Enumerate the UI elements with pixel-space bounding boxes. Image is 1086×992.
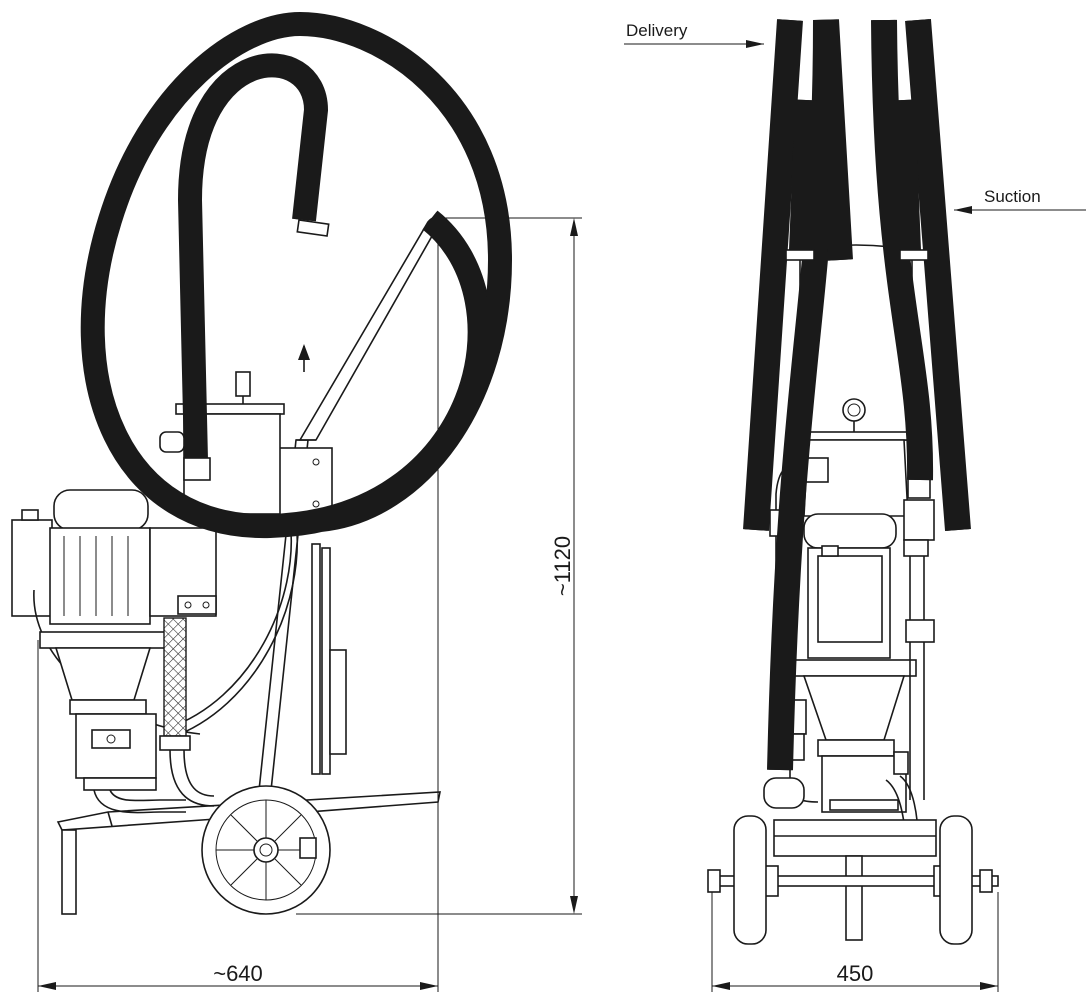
suction-callout: Suction: [954, 187, 1086, 214]
height-dimension-label: ~1120: [550, 536, 575, 596]
side-short-hose: [159, 617, 215, 807]
side-width-dimension-label: ~640: [213, 961, 263, 986]
side-pipes: [167, 519, 347, 775]
front-view: 450 Delivery Suction: [624, 18, 1086, 992]
side-motor: [11, 489, 217, 735]
flow-arrow: [298, 344, 310, 372]
delivery-label: Delivery: [626, 21, 688, 40]
delivery-callout: Delivery: [624, 21, 764, 48]
front-wheel-left: [733, 815, 767, 945]
side-hose-coil: [80, 11, 513, 539]
front-hoses: [743, 18, 971, 771]
front-width-dimension: 450: [711, 892, 999, 992]
front-pipes: [763, 457, 935, 841]
suction-label: Suction: [984, 187, 1041, 206]
side-wheel: [201, 785, 331, 915]
side-pump-assembly: [39, 631, 186, 814]
side-width-dimension: ~640: [37, 226, 439, 992]
height-dimension: ~1120: [296, 217, 582, 915]
front-wheel-right: [939, 815, 973, 945]
front-width-dimension-label: 450: [837, 961, 874, 986]
side-view: ~1120 ~640: [11, 11, 582, 992]
front-frame: [707, 819, 999, 941]
front-motor: [789, 513, 917, 813]
